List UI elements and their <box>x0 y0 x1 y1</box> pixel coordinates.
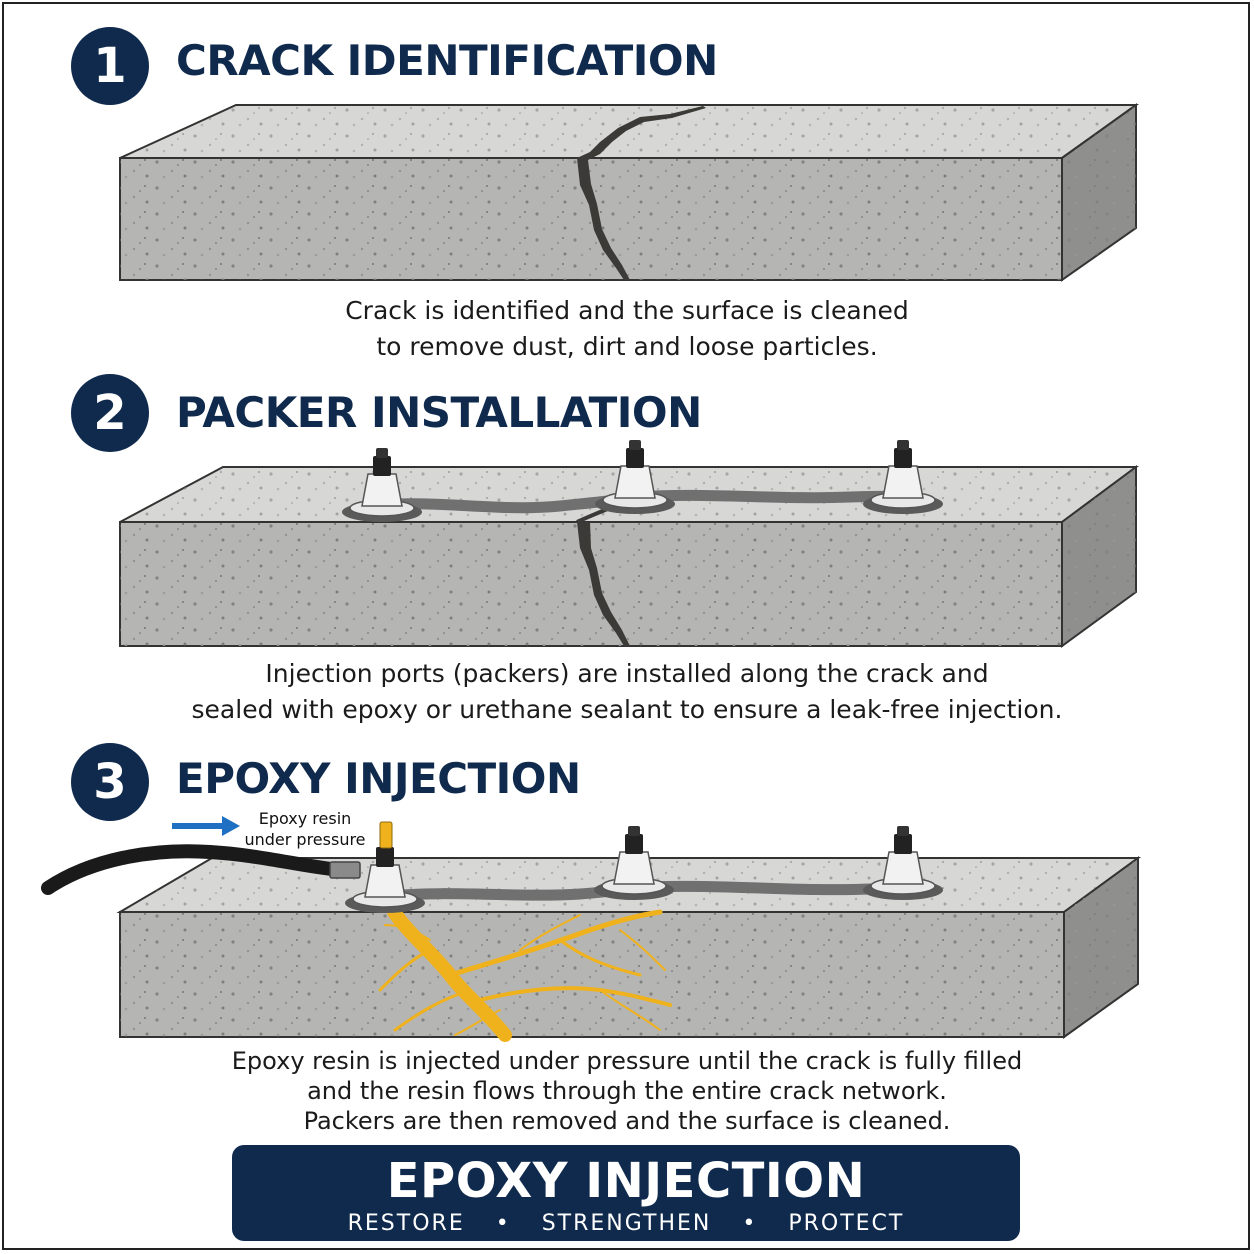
step-1-number: 1 <box>71 27 149 105</box>
banner-taglines: RESTORE • STRENGTHEN • PROTECT <box>232 1211 1020 1237</box>
tagline-restore: RESTORE <box>347 1211 465 1236</box>
step-3-caption: Epoxy resin is injected under pressure u… <box>0 1046 1254 1136</box>
tagline-separator: • <box>742 1211 758 1236</box>
banner-title: EPOXY INJECTION <box>386 1153 866 1209</box>
caption-line: and the resin flows through the entire c… <box>307 1077 947 1105</box>
caption-line: sealed with epoxy or urethane sealant to… <box>191 695 1063 724</box>
resin-label-line: under pressure <box>244 830 366 849</box>
footer-banner: EPOXY INJECTION RESTORE • STRENGTHEN • P… <box>232 1145 1020 1241</box>
caption-line: Crack is identified and the surface is c… <box>345 296 909 325</box>
step-1-title: CRACK IDENTIFICATION <box>176 36 718 85</box>
caption-line: Packers are then removed and the surface… <box>303 1107 951 1135</box>
tagline-separator: • <box>495 1211 511 1236</box>
step-2-caption: Injection ports (packers) are installed … <box>0 656 1254 728</box>
step-3-number: 3 <box>71 743 149 821</box>
caption-line: to remove dust, dirt and loose particles… <box>376 332 878 361</box>
resin-label-line: Epoxy resin <box>258 809 352 828</box>
step-2-title: PACKER INSTALLATION <box>176 388 702 437</box>
step-1-caption: Crack is identified and the surface is c… <box>0 293 1254 365</box>
tagline-protect: PROTECT <box>788 1211 905 1236</box>
tagline-strengthen: STRENGTHEN <box>541 1211 712 1236</box>
caption-line: Injection ports (packers) are installed … <box>265 659 989 688</box>
step-3-title: EPOXY INJECTION <box>176 754 581 803</box>
resin-pressure-label: Epoxy resin under pressure <box>240 808 370 850</box>
step-2-number: 2 <box>71 374 149 452</box>
caption-line: Epoxy resin is injected under pressure u… <box>231 1047 1023 1075</box>
